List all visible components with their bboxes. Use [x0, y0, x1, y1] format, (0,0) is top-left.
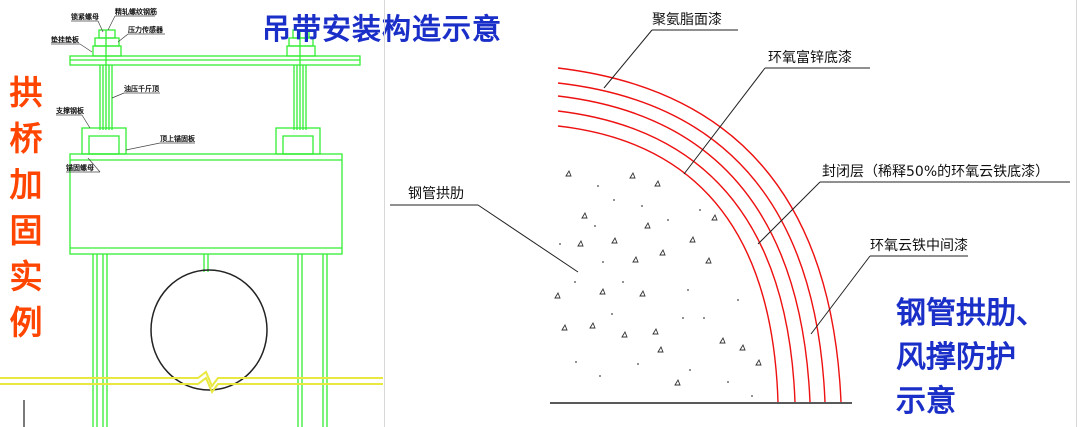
side-title-char: 桥 — [9, 119, 43, 158]
concrete-fill — [554, 169, 762, 386]
protection-title: 钢管拱肋、 风撑防护 示意 — [896, 292, 1046, 424]
label-epoxy-mio-intermediate: 环氧云铁中间漆 — [870, 238, 968, 254]
label-upper-anchor-plate: 顶上锚固板 — [160, 134, 196, 143]
panel-divider-right — [1076, 0, 1077, 427]
main-title: 吊带安装构造示意 — [262, 12, 503, 46]
side-title-char: 加 — [9, 165, 43, 204]
label-top-nut: 精轧螺纹钢筋 — [115, 7, 157, 16]
coating-layer-5 — [557, 67, 842, 403]
arch-tube-section — [150, 269, 268, 391]
side-title-char: 固 — [9, 211, 43, 250]
protection-title-line: 钢管拱肋、 — [896, 296, 1046, 331]
coating-layer-3 — [557, 95, 811, 403]
label-steel-arch-rib: 钢管拱肋 — [408, 186, 464, 202]
side-title-char: 例 — [9, 303, 43, 342]
side-title-char: 实 — [9, 257, 43, 296]
label-polyurethane-topcoat: 聚氨脂面漆 — [652, 12, 722, 28]
label-hydraulic-jack: 油压千斤顶 — [124, 84, 159, 93]
coating-layer-1 — [557, 125, 779, 403]
protection-title-line: 风撑防护 — [896, 340, 1016, 375]
coating-section-drawing: 聚氨脂面漆 环氧富锌底漆 封闭层（稀释50%的环氧云铁底漆） 环氧云铁中间漆 钢… — [390, 12, 1070, 404]
label-anchor-nut: 锚固螺母 — [66, 163, 94, 172]
panel-divider — [384, 0, 385, 427]
label-seal-layer: 封闭层（稀释50%的环氧云铁底漆） — [822, 164, 1049, 180]
label-anchor-plate: 垫挂垫板 — [51, 35, 80, 44]
side-title-char: 拱 — [9, 73, 43, 112]
side-title: 拱 桥 加 固 实 例 — [8, 70, 44, 346]
label-support-plate: 支撑钢板 — [55, 106, 85, 115]
coating-layer-2 — [557, 110, 796, 403]
label-epoxy-zinc-primer: 环氧富锌底漆 — [768, 49, 852, 66]
label-pressure-sensor: 压力传感器 — [128, 25, 164, 34]
protection-title-line: 示意 — [896, 384, 956, 419]
coating-layer-4 — [557, 82, 826, 403]
hanger-installation-drawing: 锁紧螺母 精轧螺纹钢筋 压力传感器 垫挂垫板 油压千斤顶 支撑钢板 顶上锚固板 … — [0, 7, 383, 427]
label-lock-nut: 锁紧螺母 — [70, 12, 99, 21]
